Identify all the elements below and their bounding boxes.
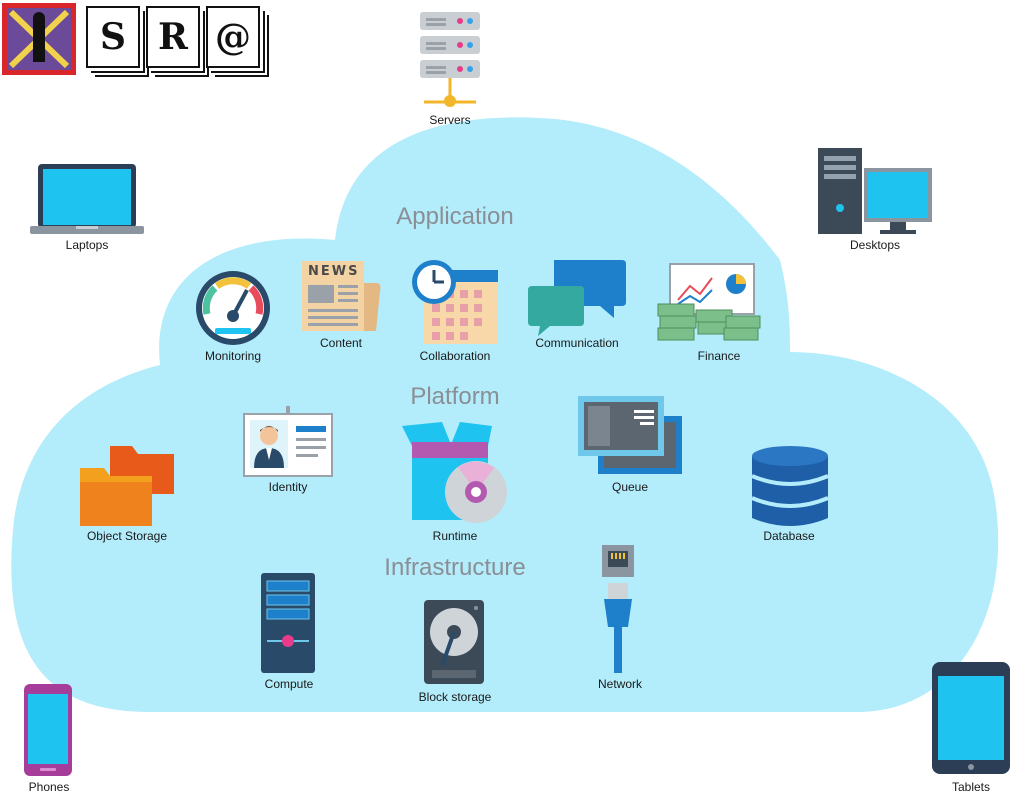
queue-icon: [578, 396, 682, 474]
object-storage-label: Object Storage: [86, 529, 168, 543]
logo-letter-at: @: [206, 6, 260, 68]
queue-label: Queue: [611, 480, 649, 494]
database-icon: [751, 446, 829, 526]
block-storage-hdd-icon: [424, 600, 484, 684]
phone-icon: [24, 684, 72, 776]
phones-label: Phones: [28, 780, 70, 794]
communication-chat-icon: [528, 260, 626, 336]
collaboration-calendar-icon: [412, 260, 498, 344]
logo-letter-s: S: [86, 6, 140, 68]
news-text: NEWS: [308, 264, 360, 279]
application-heading: Application: [396, 203, 514, 230]
desktops-label: Desktops: [849, 238, 901, 252]
finance-chart-icon: [657, 263, 761, 341]
network-cable-icon: [602, 545, 634, 673]
identity-badge-icon: [243, 406, 333, 477]
laptops-label: Laptops: [65, 238, 109, 252]
content-label: Content: [319, 336, 363, 350]
compute-tower-icon: [261, 573, 315, 673]
collaboration-label: Collaboration: [419, 349, 491, 363]
platform-heading: Platform: [410, 383, 500, 410]
tablet-icon: [932, 662, 1010, 774]
tablets-label: Tablets: [951, 780, 991, 794]
servers-icon: [420, 12, 480, 107]
logo-letter-r: R: [146, 6, 200, 68]
communication-label: Communication: [535, 336, 619, 350]
network-label: Network: [597, 677, 643, 691]
desktop-icon: [818, 148, 932, 234]
monitoring-label: Monitoring: [204, 349, 262, 363]
servers-label: Servers: [429, 113, 471, 127]
laptop-icon: [30, 164, 144, 234]
runtime-box-icon: [402, 422, 507, 523]
finance-label: Finance: [697, 349, 741, 363]
logo-emblem-icon: [2, 3, 76, 75]
runtime-label: Runtime: [432, 529, 478, 543]
monitoring-gauge-icon: [196, 271, 270, 345]
infrastructure-heading: Infrastructure: [384, 554, 526, 581]
identity-label: Identity: [268, 480, 308, 494]
block-storage-label: Block storage: [418, 690, 492, 704]
object-storage-folder-icon: [80, 446, 174, 526]
content-news-icon: NEWS: [302, 261, 382, 333]
database-label: Database: [763, 529, 815, 543]
logo: S R @: [2, 3, 272, 75]
compute-label: Compute: [264, 677, 314, 691]
